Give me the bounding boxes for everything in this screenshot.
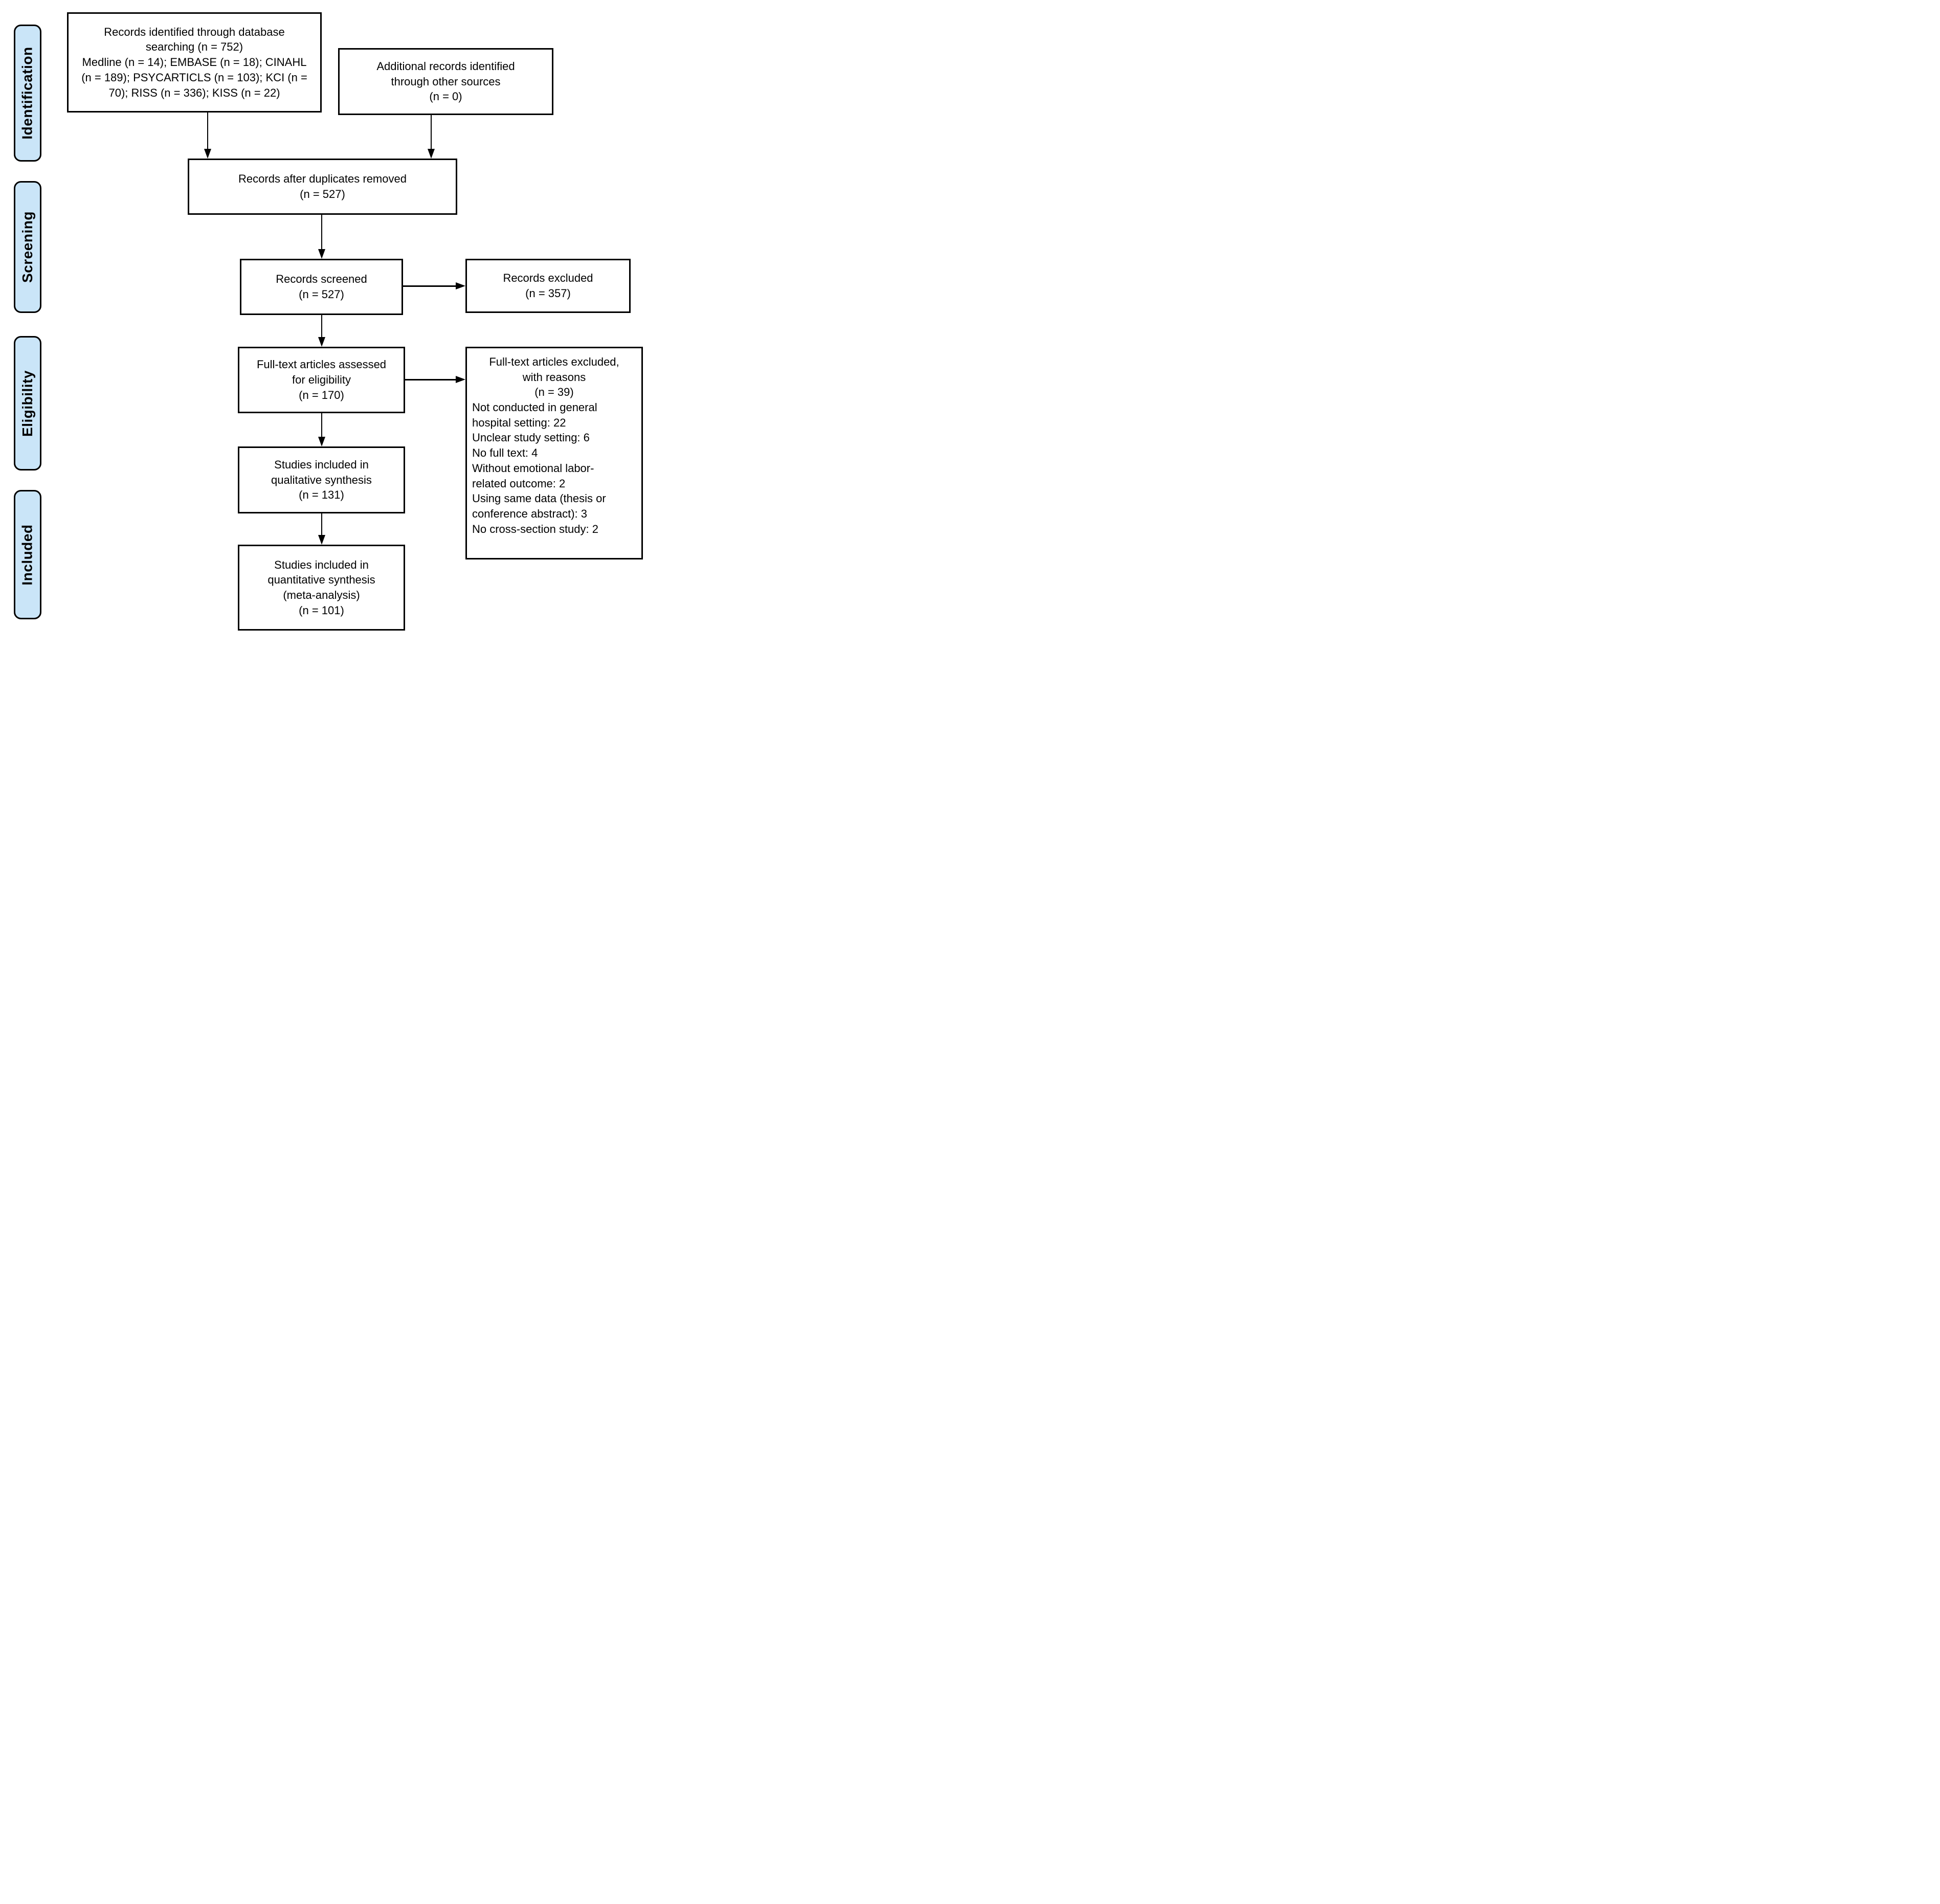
arrowhead-identified-to-duplicates [204, 149, 211, 159]
text-line: Records after duplicates removed [238, 172, 407, 186]
text-line: hospital setting: 22 [472, 416, 566, 429]
connector-screened-to-fulltext [321, 315, 322, 338]
arrowhead-other-sources-to-duplicates [428, 149, 435, 159]
box-additional-records: Additional records identified through oth… [338, 48, 553, 115]
box-qualitative-synthesis: Studies included in qualitative synthesis… [238, 446, 405, 513]
text-line: searching (n = 752) [145, 40, 243, 54]
text-line: qualitative synthesis [271, 473, 372, 486]
connector-screened-to-excluded [403, 285, 457, 287]
text-line: (n = 189); PSYCARTICLS (n = 103); KCI (n… [81, 71, 307, 84]
connector-fulltext-to-excluded [405, 379, 457, 380]
text-line: Not conducted in general [472, 401, 597, 414]
arrowhead-screened-to-excluded [456, 282, 465, 289]
text-line: (n = 527) [299, 288, 344, 301]
arrowhead-screened-to-fulltext [318, 337, 325, 347]
arrowhead-duplicates-to-screened [318, 249, 325, 259]
text-line: Records excluded [503, 272, 593, 285]
arrowhead-qualitative-to-quantitative [318, 535, 325, 545]
box-records-screened: Records screened (n = 527) [240, 259, 403, 315]
stage-label-included: Included [14, 490, 41, 619]
box-records-excluded: Records excluded (n = 357) [465, 259, 631, 313]
text-line: for eligibility [292, 373, 351, 387]
text-line: No full text: 4 [472, 446, 538, 460]
text-line: (n = 101) [299, 603, 344, 617]
prisma-flow-diagram: Identification Screening Eligibility Inc… [0, 0, 646, 635]
stage-label-text: Identification [19, 47, 36, 140]
text-line: No cross-section study: 2 [472, 522, 598, 535]
box-fulltext-assessed: Full-text articles assessed for eligibili… [238, 347, 405, 413]
text-line: Additional records identified [376, 59, 515, 73]
text-line: related outcome: 2 [472, 477, 566, 490]
text-line: Medline (n = 14); EMBASE (n = 18); CINAH… [82, 56, 307, 69]
connector-fulltext-to-qualitative [321, 413, 322, 437]
text-line: Studies included in [274, 458, 369, 471]
text-line: Records identified through database [104, 25, 285, 38]
text-line: (meta-analysis) [283, 589, 360, 601]
box-quantitative-synthesis: Studies included in quantitative synthesi… [238, 545, 405, 631]
text-line: Records screened [276, 273, 367, 286]
text-line: Without emotional labor- [472, 461, 594, 475]
stage-label-text: Eligibility [19, 370, 35, 437]
text-line: (n = 357) [525, 287, 571, 300]
stage-label-identification: Identification [14, 25, 41, 162]
stage-label-screening: Screening [14, 181, 41, 313]
text-line: Full-text articles excluded, [489, 355, 619, 368]
text-line: (n = 0) [429, 90, 462, 103]
text-line: Unclear study setting: 6 [472, 431, 590, 444]
stage-label-text: Included [19, 524, 35, 586]
arrowhead-fulltext-to-qualitative [318, 437, 325, 446]
connector-duplicates-to-screened [321, 215, 322, 250]
text-line: Full-text articles assessed [256, 358, 387, 371]
text-line: (n = 527) [300, 188, 345, 200]
box-records-identified: Records identified through database searc… [67, 12, 322, 113]
text-line: conference abstract): 3 [472, 507, 588, 520]
text-line: (n = 39) [534, 386, 574, 399]
box-records-after-duplicates: Records after duplicates removed (n = 527… [188, 159, 457, 215]
fulltext-excluded-reasons: Not conducted in general hospital setting… [472, 400, 636, 536]
stage-label-eligibility: Eligibility [14, 336, 41, 471]
text-line: (n = 170) [299, 388, 344, 401]
text-line: Using same data (thesis or [472, 492, 606, 505]
text-line: 70); RISS (n = 336); KISS (n = 22) [108, 86, 280, 99]
text-line: with reasons [522, 370, 586, 384]
connector-identified-to-duplicates [207, 113, 208, 150]
arrowhead-fulltext-to-excluded [456, 376, 465, 383]
connector-qualitative-to-quantitative [321, 513, 322, 535]
connector-other-sources-to-duplicates [431, 115, 432, 150]
text-line: Studies included in [274, 558, 369, 571]
text-line: (n = 131) [299, 488, 344, 502]
fulltext-excluded-header: Full-text articles excluded, with reasons… [489, 354, 619, 400]
text-line: quantitative synthesis [267, 573, 375, 587]
text-line: through other sources [391, 75, 501, 88]
stage-label-text: Screening [19, 211, 36, 283]
box-fulltext-excluded: Full-text articles excluded, with reasons… [465, 347, 643, 559]
